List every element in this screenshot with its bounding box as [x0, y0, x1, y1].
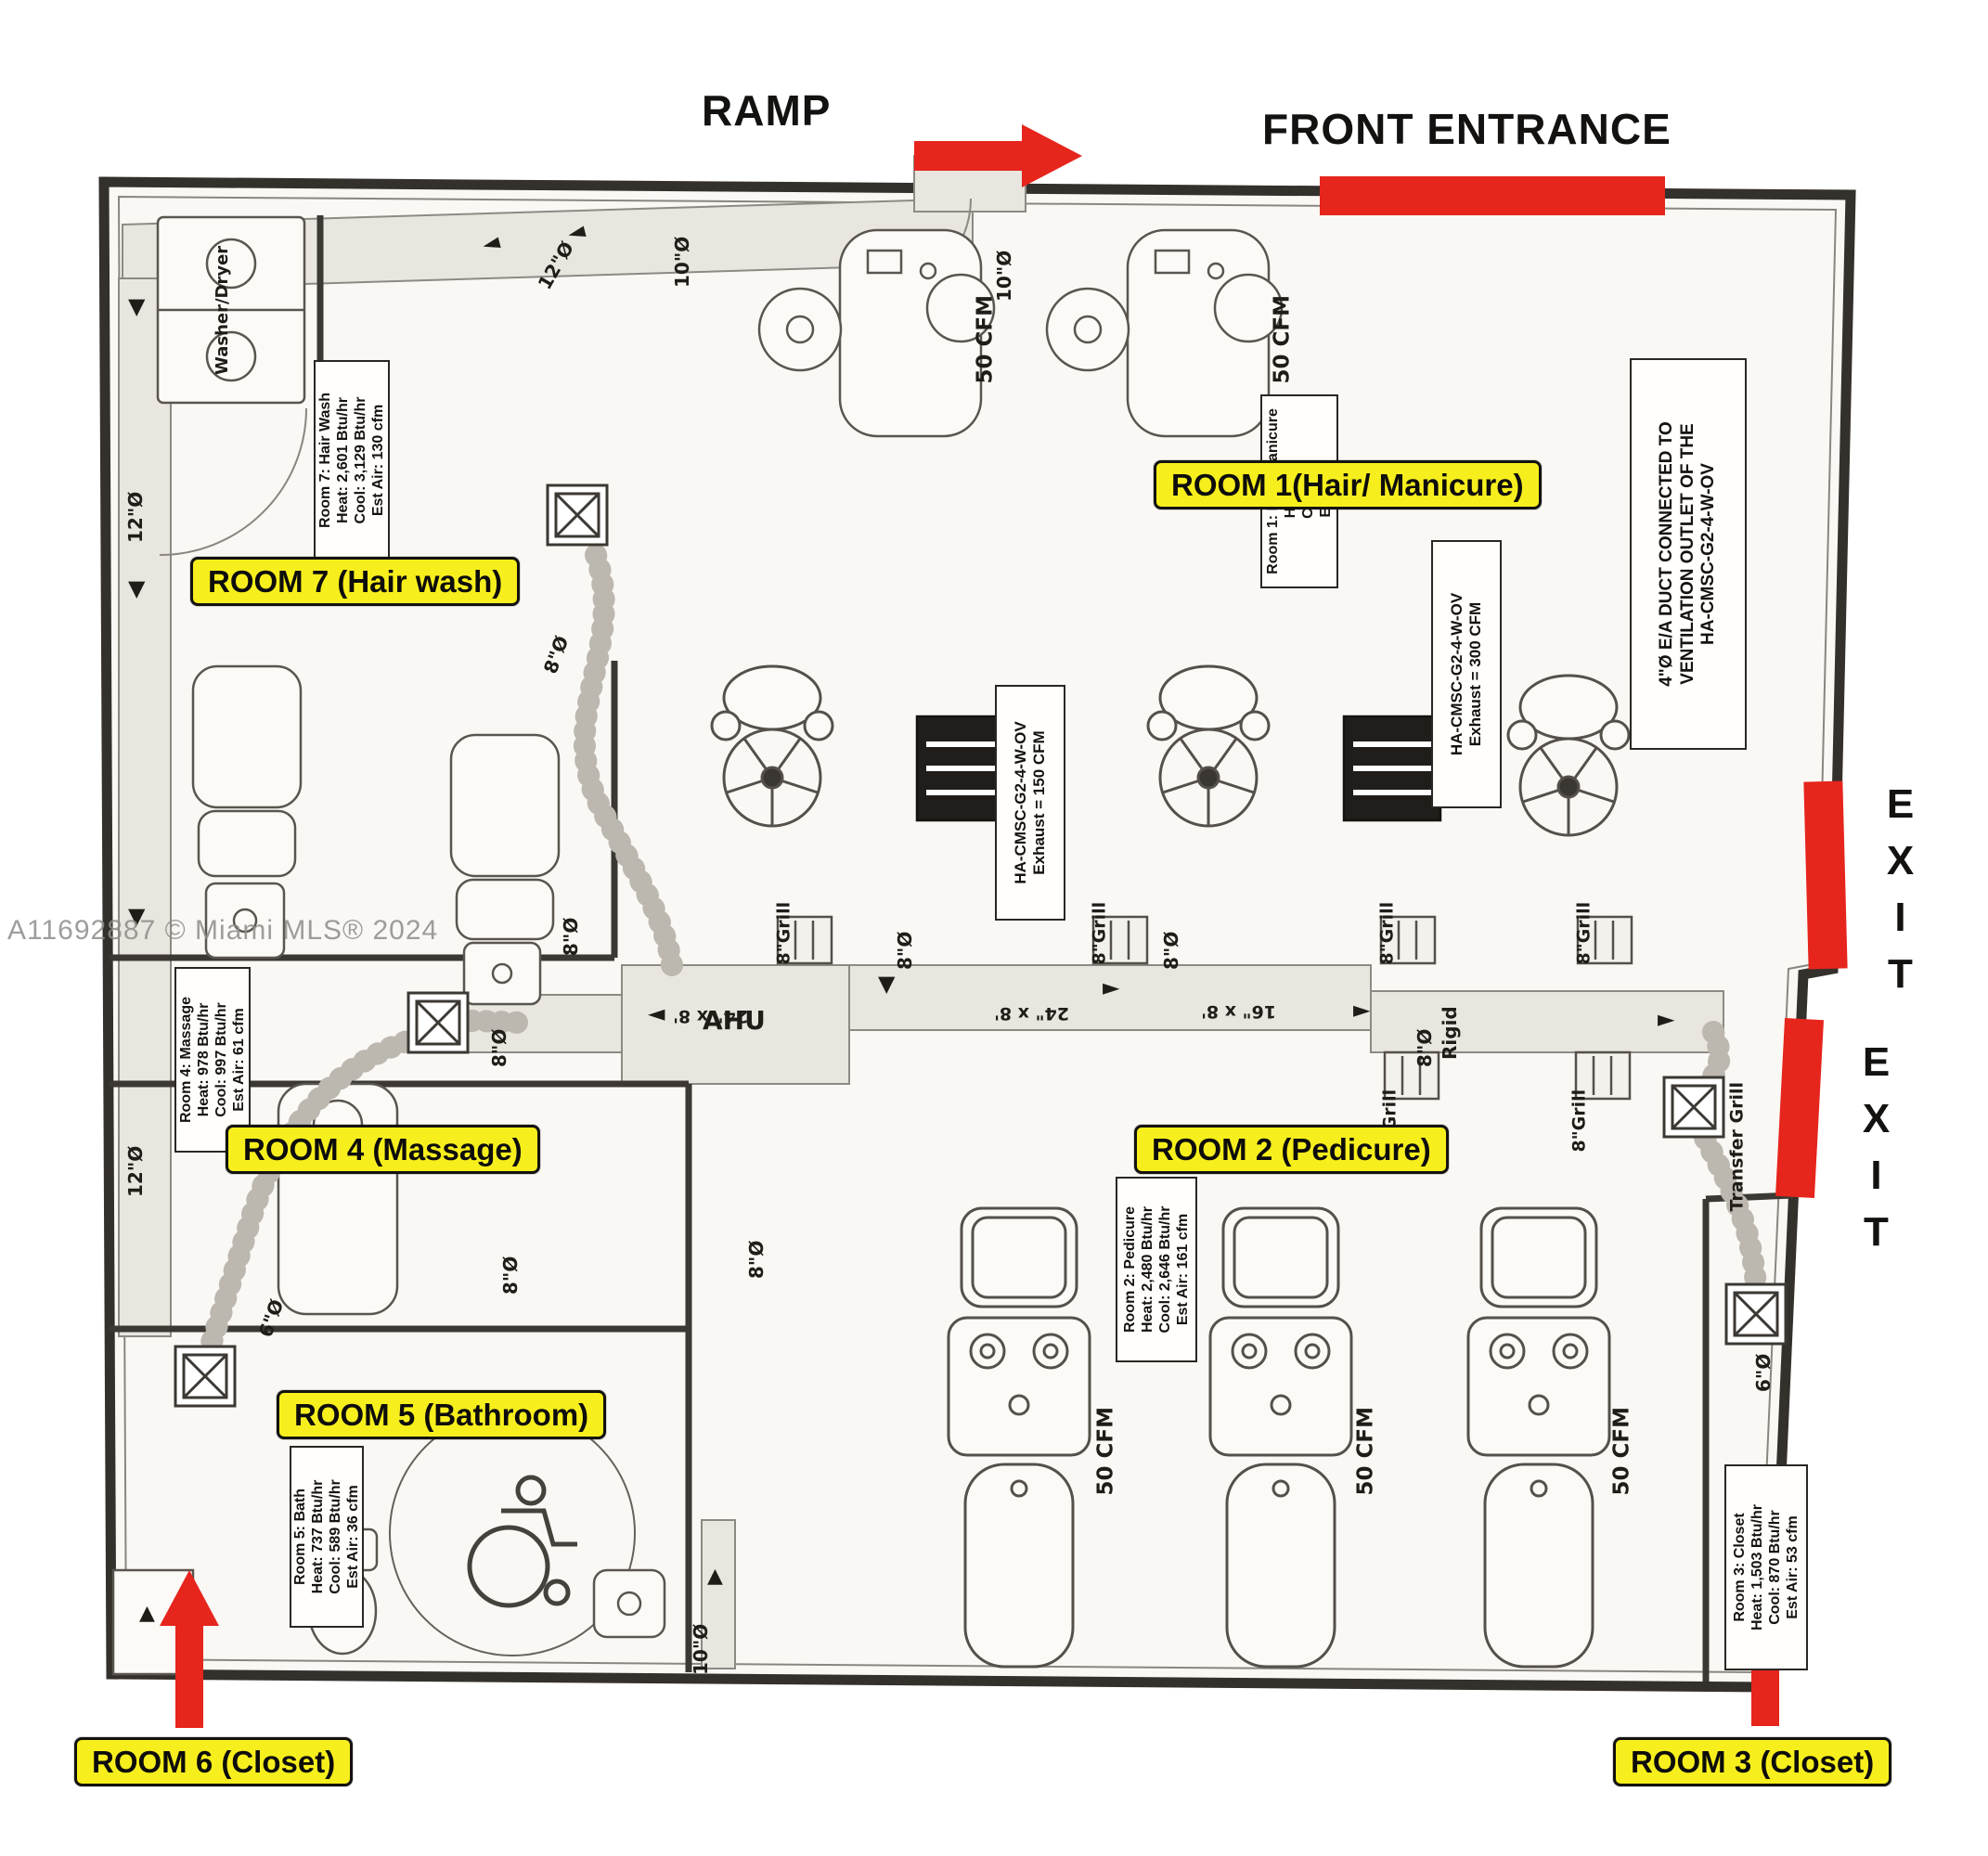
- room3-label: ROOM 3 (Closet): [1613, 1737, 1892, 1786]
- note-line: Cool: 3,129 Btu/hr: [353, 396, 368, 524]
- interior-walls: [110, 215, 1794, 1682]
- room5-label: ROOM 5 (Bathroom): [277, 1390, 607, 1439]
- room6-label: ROOM 6 (Closet): [74, 1737, 354, 1786]
- note-line: 4"Ø E/A DUCT CONNECTED TO: [1656, 421, 1676, 687]
- note-line: Est Air: 53 cfm: [1785, 1515, 1801, 1619]
- washer-dryer: [156, 215, 307, 556]
- diffuser-icon: [546, 483, 609, 547]
- note-line: Exhaust = 300 CFM: [1466, 601, 1484, 747]
- outer-walls: [98, 176, 1856, 1693]
- note-line: Heat: 737 Btu/hr: [309, 1479, 326, 1594]
- duct-runs: [118, 155, 1724, 1669]
- front-entrance-marker: [1320, 176, 1665, 215]
- exit-label-1: EXIT: [1878, 781, 1923, 1008]
- note-line: Room 3: Closet: [1731, 1513, 1748, 1622]
- styling-station: [1045, 228, 1284, 438]
- note-line: Cool: 870 Btu/hr: [1767, 1510, 1783, 1625]
- red-markings: [160, 124, 1848, 1728]
- note-line: HA-CMSC-G2-4-W-OV: [1447, 592, 1465, 756]
- furniture: [111, 215, 1631, 1676]
- note-line: HA-CMSC-G2-4-W-OV: [1011, 721, 1029, 884]
- styling-station: [757, 228, 996, 438]
- note-line: Exhaust = 150 CFM: [1030, 730, 1048, 875]
- diffuser-icon: [1662, 1076, 1725, 1139]
- room1-label: ROOM 1(Hair/ Manicure): [1154, 460, 1542, 509]
- diffuser-icon: [407, 991, 470, 1054]
- note-line: Room 2: Pedicure: [1121, 1205, 1138, 1334]
- note-line: Est Air: 36 cfm: [345, 1485, 362, 1589]
- diffuser-icon: [1724, 1282, 1788, 1346]
- note-line: VENTILATION OUTLET OF THE: [1677, 423, 1698, 685]
- exit-marker: [1803, 780, 1848, 970]
- pedicure-chair: [1466, 1206, 1611, 1669]
- shampoo-station: [191, 664, 303, 960]
- room4-label: ROOM 4 (Massage): [226, 1125, 540, 1174]
- note-line: Est Air: 130 cfm: [370, 404, 387, 517]
- note-line: Cool: 589 Btu/hr: [328, 1479, 343, 1594]
- note-line: Est Air: 161 cfm: [1175, 1213, 1192, 1326]
- note-line: Heat: 2,480 Btu/hr: [1139, 1205, 1155, 1334]
- note-line: Room 5: Bath: [291, 1489, 308, 1585]
- note-line: Room 4: Massage: [177, 996, 194, 1124]
- room6-arrow-icon: [160, 1570, 219, 1728]
- note-line: Heat: 2,601 Btu/hr: [334, 396, 351, 524]
- note-line: Heat: 1,503 Btu/hr: [1749, 1503, 1765, 1631]
- diffuser-icon: [174, 1345, 237, 1408]
- note-line: Room 7: Hair Wash: [316, 392, 333, 529]
- exit-label-2: EXIT: [1853, 1039, 1899, 1266]
- pedicure-chair: [1208, 1206, 1353, 1669]
- pedicure-chair: [947, 1206, 1091, 1669]
- note-line: Heat: 978 Btu/hr: [195, 1002, 212, 1117]
- room2-label: ROOM 2 (Pedicure): [1134, 1125, 1449, 1174]
- note-line: Est Air: 61 cfm: [231, 1008, 248, 1112]
- exit-marker: [1775, 1018, 1824, 1198]
- exhaust-console: [1342, 715, 1442, 822]
- mls-watermark: A11692887 © Miami MLS® 2024: [7, 915, 439, 946]
- shampoo-station: [449, 733, 561, 1006]
- note-line: Cool: 2,646 Btu/hr: [1157, 1205, 1173, 1334]
- front-entrance-label: FRONT ENTRANCE: [1262, 105, 1672, 153]
- flex-ducts: [199, 544, 1767, 1359]
- ramp-arrow-icon: [914, 124, 1082, 187]
- room7-label: ROOM 7 (Hair wash): [190, 557, 521, 606]
- note-line: Cool: 997 Btu/hr: [213, 1002, 229, 1117]
- ramp-label: RAMP: [702, 86, 832, 135]
- note-line: HA-CMSC-G2-4-W-OV: [1698, 463, 1719, 645]
- wheelchair-icon: [467, 1475, 577, 1608]
